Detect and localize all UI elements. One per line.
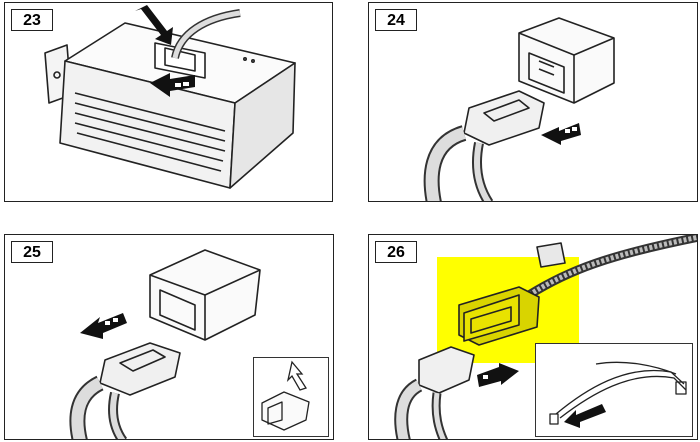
connector-housing-illustration (69, 249, 261, 439)
motion-arrow-icon (150, 73, 195, 97)
harness-connection-illustration (394, 235, 697, 439)
motion-arrow-icon (564, 404, 606, 428)
harness-overview-detail (549, 361, 687, 428)
tab-release-detail (261, 360, 310, 431)
motion-arrow-icon (80, 313, 127, 339)
step-23-panel: 23 (4, 2, 333, 202)
module-bracket-illustration (44, 5, 296, 189)
detail-inset (253, 357, 329, 437)
push-arrow-icon (135, 5, 173, 45)
step-number-badge: 25 (11, 241, 53, 263)
detail-inset (535, 343, 693, 437)
press-tab-arrow-icon (286, 360, 307, 391)
motion-arrow-icon (541, 123, 581, 145)
step-number-badge: 26 (375, 241, 417, 263)
motion-arrow-icon (477, 363, 519, 387)
step-number-badge: 24 (375, 9, 417, 31)
step-26-panel: 26 (368, 234, 698, 440)
step-25-panel: 25 (4, 234, 334, 440)
step-number-badge: 23 (11, 9, 53, 31)
connector-insert-illustration (423, 17, 615, 201)
step-24-panel: 24 (368, 2, 698, 202)
